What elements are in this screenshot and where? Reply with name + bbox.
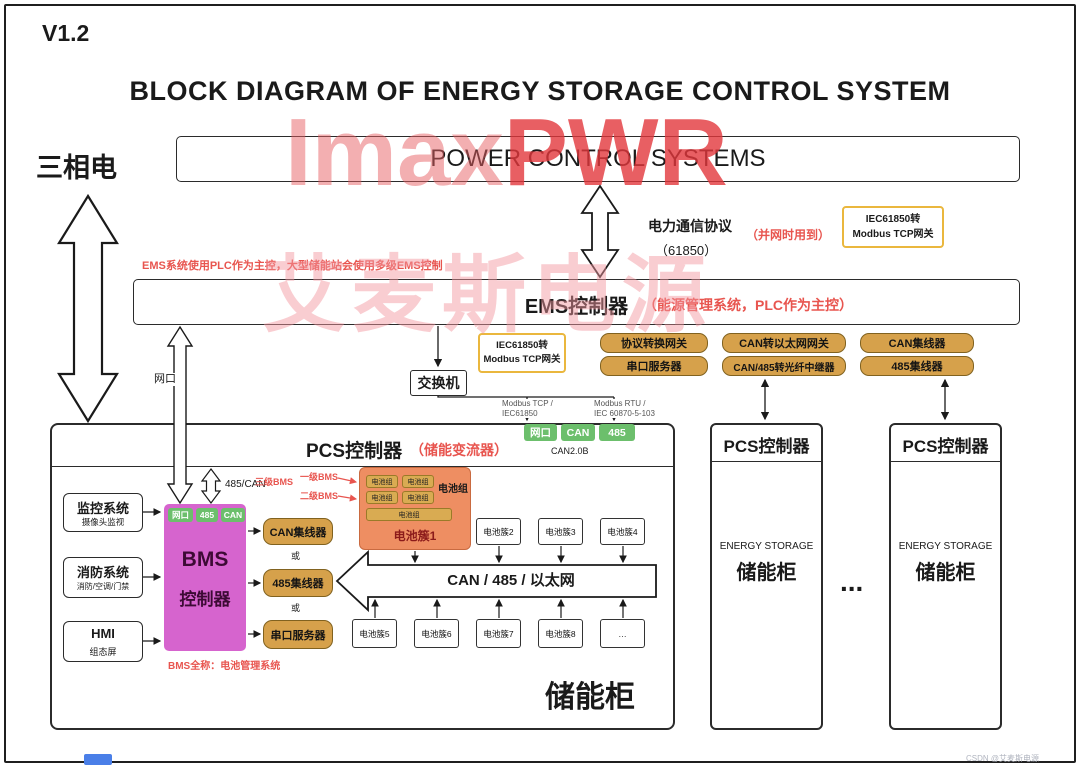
pcs-can-note: CAN2.0B bbox=[551, 446, 589, 456]
bms-port-485: 485 bbox=[196, 508, 218, 522]
protocol-note: （并网时用到） bbox=[746, 228, 831, 242]
three-phase-label: 三相电 bbox=[36, 153, 117, 183]
pcs-title: PCS控制器 bbox=[306, 441, 403, 462]
grid-gateway-line2: Modbus TCP网关 bbox=[852, 229, 934, 240]
battery-cluster1-label: 电池簇1 bbox=[393, 529, 437, 543]
hub-can: CAN集线器 bbox=[263, 518, 333, 545]
right-unit2-pcs-title: PCS控制器 bbox=[902, 437, 989, 456]
fire-system-title: 消防系统 bbox=[76, 565, 129, 580]
hmi-sub: 组态屏 bbox=[89, 647, 117, 657]
ems-note: EMS系统使用PLC作为主控，大型储能站会使用多级EMS控制 bbox=[142, 260, 443, 272]
battery-pack-side-label: 电池组 bbox=[438, 484, 468, 495]
monitor-system-sub: 摄像头监视 bbox=[81, 517, 125, 527]
main-title: BLOCK DIAGRAM OF ENERGY STORAGE CONTROL … bbox=[129, 76, 951, 106]
fire-system-box bbox=[63, 557, 143, 598]
credit-watermark: CSDN @艾麦斯电源 bbox=[966, 754, 1040, 763]
grid-gateway-box: IEC61850转 Modbus TCP网关 bbox=[842, 206, 944, 248]
monitor-system-box bbox=[63, 493, 143, 532]
bms-level3-label: 三级BMS bbox=[255, 477, 293, 487]
bms-fullname-note: BMS全称：电池管理系统 bbox=[168, 661, 281, 672]
ems-gateway-line1: IEC61850转 bbox=[496, 339, 548, 351]
ems-gateway-box: IEC61850转 Modbus TCP网关 bbox=[478, 333, 566, 373]
hmi-box bbox=[63, 621, 143, 662]
pcs-port-485: 485 bbox=[599, 424, 635, 441]
device-protocol-converter: 协议转换网关 bbox=[600, 333, 708, 353]
grid-gateway-line1: IEC61850转 bbox=[865, 214, 921, 225]
hub-serial-server: 串口服务器 bbox=[263, 620, 333, 649]
battery-cluster4-box: 电池簇4 bbox=[600, 518, 645, 545]
hub-485: 485集线器 bbox=[263, 569, 333, 597]
right-unit1-storage-en: ENERGY STORAGE bbox=[719, 541, 814, 552]
bus2-line2: IEC 60870-5-103 bbox=[594, 408, 655, 418]
battery-cluster2-box: 电池簇2 bbox=[476, 518, 521, 545]
right-unit1-pcs-title: PCS控制器 bbox=[723, 437, 810, 456]
cabinet-name-label: 储能柜 bbox=[545, 681, 635, 714]
hmi-title: HMI bbox=[91, 626, 115, 641]
battery-pack-chip: 电池组 bbox=[366, 475, 398, 488]
bus2-protocol-label: Modbus RTU / IEC 60870-5-103 bbox=[592, 399, 657, 419]
ems-port-label: 网口 bbox=[152, 373, 178, 387]
bus1-protocol-label: Modbus TCP / IEC61850 bbox=[500, 399, 555, 419]
units-ellipsis: ... bbox=[840, 566, 864, 597]
battery-pack-wide-chip: 电池组 bbox=[366, 508, 452, 521]
battery-pack-chip: 电池组 bbox=[402, 475, 434, 488]
battery-cluster6-box: 电池簇6 bbox=[414, 619, 459, 648]
outer-border bbox=[4, 4, 1076, 763]
bms-level2-label: 二级BMS bbox=[300, 491, 338, 501]
battery-cluster7-box: 电池簇7 bbox=[476, 619, 521, 648]
or-label: 或 bbox=[291, 603, 301, 613]
right-unit1-storage-cn: 储能柜 bbox=[736, 562, 797, 584]
bms-title-line2: 控制器 bbox=[179, 590, 231, 609]
right-unit2-divider bbox=[891, 461, 1000, 462]
or-label: 或 bbox=[291, 551, 301, 561]
bus2-line1: Modbus RTU / bbox=[594, 399, 646, 408]
bms-port-ethernet: 网口 bbox=[168, 508, 193, 522]
device-fiber-repeater: CAN/485转光纤中继器 bbox=[722, 356, 846, 376]
battery-cluster3-box: 电池簇3 bbox=[538, 518, 583, 545]
ems-title: EMS控制器 bbox=[524, 296, 629, 318]
ems-subtitle: （能源管理系统，PLC作为主控） bbox=[643, 297, 853, 313]
bus1-line1: Modbus TCP / bbox=[502, 399, 553, 408]
battery-cluster-more-box: … bbox=[600, 619, 645, 648]
pcs-port-can: CAN bbox=[561, 424, 595, 441]
pcs-port-ethernet: 网口 bbox=[524, 424, 557, 441]
ems-box bbox=[133, 279, 1020, 325]
battery-cluster8-box: 电池簇8 bbox=[538, 619, 583, 648]
pcs-subtitle: （储能变流器） bbox=[410, 442, 508, 458]
right-unit2-storage-en: ENERGY STORAGE bbox=[898, 541, 993, 552]
bms-level1-label: 一级BMS bbox=[300, 472, 338, 482]
csdn-logo-chip bbox=[84, 754, 112, 765]
right-unit1-divider bbox=[712, 461, 821, 462]
bus1-line2: IEC61850 bbox=[502, 408, 538, 418]
fire-system-sub: 消防/空调/门禁 bbox=[76, 582, 130, 591]
device-serial-server: 串口服务器 bbox=[600, 356, 708, 376]
protocol-code: （61850） bbox=[655, 243, 718, 258]
battery-pack-chip: 电池组 bbox=[402, 491, 434, 504]
bms-link-label: 485/CAN bbox=[224, 479, 267, 491]
battery-pack-chip: 电池组 bbox=[366, 491, 398, 504]
device-can-ethernet-gateway: CAN转以太网网关 bbox=[722, 333, 846, 353]
battery-cluster5-box: 电池簇5 bbox=[352, 619, 397, 648]
bms-port-can: CAN bbox=[221, 508, 245, 522]
device-can-hub: CAN集线器 bbox=[860, 333, 974, 353]
ems-gateway-line2: Modbus TCP网关 bbox=[483, 354, 561, 365]
version-label: V1.2 bbox=[42, 20, 90, 46]
switch-box: 交换机 bbox=[410, 370, 467, 396]
protocol-title: 电力通信协议 bbox=[648, 218, 732, 234]
pcs-header-divider bbox=[52, 466, 673, 467]
right-unit2-box bbox=[889, 423, 1002, 730]
comm-bus-label: CAN / 485 / 以太网 bbox=[447, 572, 575, 589]
power-control-box: POWER CONTROL SYSTEMS bbox=[176, 136, 1020, 182]
monitor-system-title: 监控系统 bbox=[76, 501, 129, 516]
right-unit2-storage-cn: 储能柜 bbox=[915, 562, 976, 584]
device-485-hub: 485集线器 bbox=[860, 356, 974, 376]
bms-title-line1: BMS bbox=[181, 548, 229, 571]
right-unit1-box bbox=[710, 423, 823, 730]
bms-controller-box bbox=[164, 504, 246, 651]
